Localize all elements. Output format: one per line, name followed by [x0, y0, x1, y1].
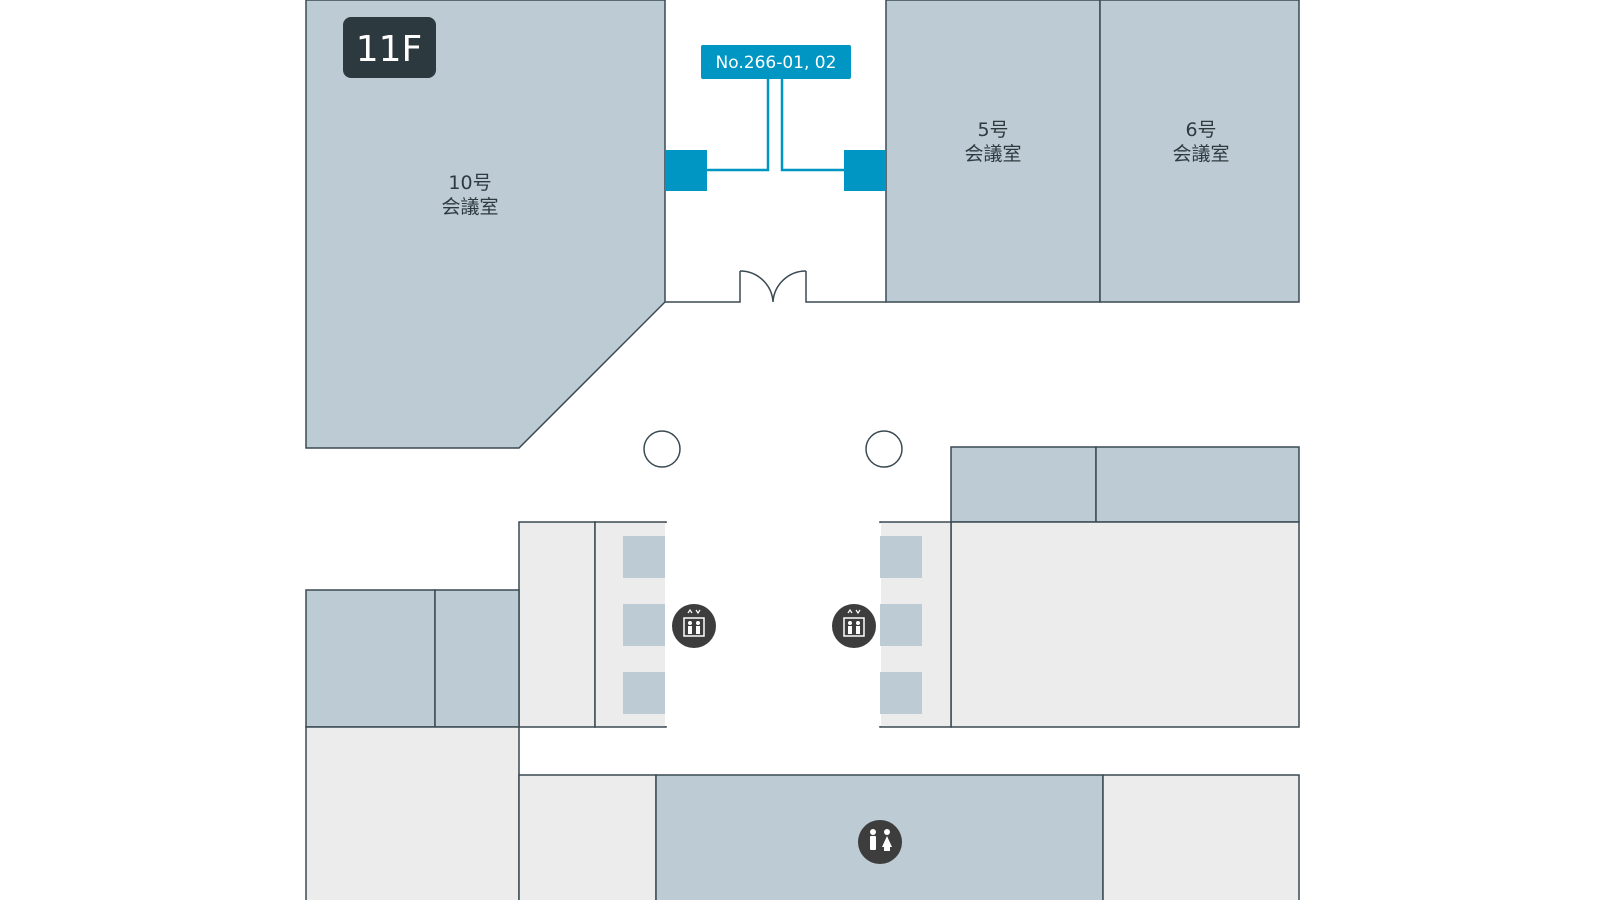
floor-badge: 11F: [343, 17, 436, 78]
service-area-bottom-mid: [518, 774, 657, 900]
target-block-02[interactable]: [844, 150, 886, 191]
elevator-icon[interactable]: [832, 604, 876, 648]
corridor-wall: [805, 271, 886, 303]
elevator-door: [880, 536, 922, 578]
callout-connector-01: [707, 78, 770, 172]
corridor-wall: [665, 271, 741, 303]
room-5[interactable]: [885, 0, 1101, 303]
room-left-b[interactable]: [434, 589, 520, 728]
room-10-number: 10号: [448, 172, 491, 194]
double-door[interactable]: [739, 270, 807, 303]
elevator-door: [623, 604, 665, 646]
service-area-bottom-left: [305, 726, 520, 900]
column: [643, 430, 681, 468]
column: [865, 430, 903, 468]
callout-connector-02: [780, 78, 844, 172]
service-area-left: [518, 521, 596, 728]
restroom-icon[interactable]: [858, 820, 902, 864]
elevator-door: [880, 604, 922, 646]
room-10-name: 会議室: [441, 196, 498, 218]
service-area-bottom-right: [1102, 774, 1300, 900]
callout-badge: No.266-01, 02: [701, 45, 851, 79]
elevator-door: [880, 672, 922, 714]
callout-label: No.266-01, 02: [716, 53, 837, 73]
room-right-b[interactable]: [1095, 446, 1300, 523]
room-6-name: 会議室: [1172, 143, 1229, 165]
room-10[interactable]: [305, 0, 666, 449]
service-area-right: [950, 521, 1300, 728]
room-6-number: 6号: [1185, 119, 1216, 141]
floor-label: 11F: [356, 29, 423, 70]
room-5-number: 5号: [977, 119, 1008, 141]
room-6[interactable]: [1099, 0, 1300, 303]
elevator-door: [623, 536, 665, 578]
room-left-a[interactable]: [305, 589, 436, 728]
elevator-door: [623, 672, 665, 714]
room-5-name: 会議室: [964, 143, 1021, 165]
target-block-01[interactable]: [665, 150, 707, 191]
room-right-a[interactable]: [950, 446, 1097, 523]
elevator-icon[interactable]: [672, 604, 716, 648]
